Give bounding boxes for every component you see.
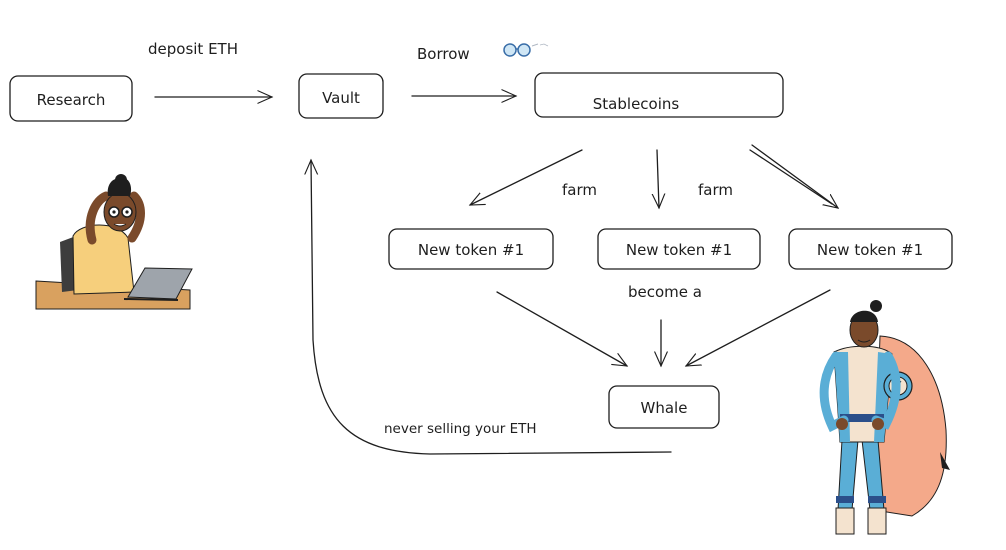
node-whale: Whale	[608, 385, 720, 429]
stressed-person-illustration	[35, 174, 193, 310]
arrow-token-right-to-whale	[686, 289, 831, 367]
node-new-token-left-label: New token #1	[418, 241, 524, 259]
node-stablecoins: Stablecoins	[534, 72, 784, 118]
node-new-token-middle: New token #1	[597, 228, 761, 270]
node-vault-label: Vault	[322, 89, 360, 107]
node-new-token-right: New token #1	[788, 228, 953, 270]
sunglasses-icon	[503, 43, 549, 57]
arrow-stablecoins-to-token-left	[470, 149, 583, 206]
node-new-token-right-label: New token #1	[817, 241, 923, 259]
label-farm-left: farm	[562, 181, 597, 199]
node-stablecoins-label: Stablecoins	[593, 95, 680, 113]
node-research: Research	[9, 75, 133, 122]
node-new-token-middle-label: New token #1	[626, 241, 732, 259]
node-new-token-left: New token #1	[388, 228, 554, 270]
node-whale-label: Whale	[641, 399, 688, 417]
label-never-selling-eth: never selling your ETH	[384, 421, 537, 437]
label-deposit-eth: deposit ETH	[148, 40, 238, 58]
superhero-illustration	[819, 300, 950, 535]
node-research-label: Research	[37, 91, 106, 109]
node-vault: Vault	[298, 73, 384, 119]
arrow-stablecoins-to-token-middle	[657, 149, 659, 208]
label-farm-right: farm	[698, 181, 733, 199]
label-borrow: Borrow	[417, 45, 470, 63]
label-become-a: become a	[628, 283, 702, 301]
arrow-stablecoins-to-token-right-double	[749, 149, 833, 205]
arrow-stablecoins-to-token-right	[751, 144, 838, 208]
arrow-loop-back-to-vault	[311, 160, 672, 455]
arrow-token-left-to-whale	[496, 291, 627, 366]
